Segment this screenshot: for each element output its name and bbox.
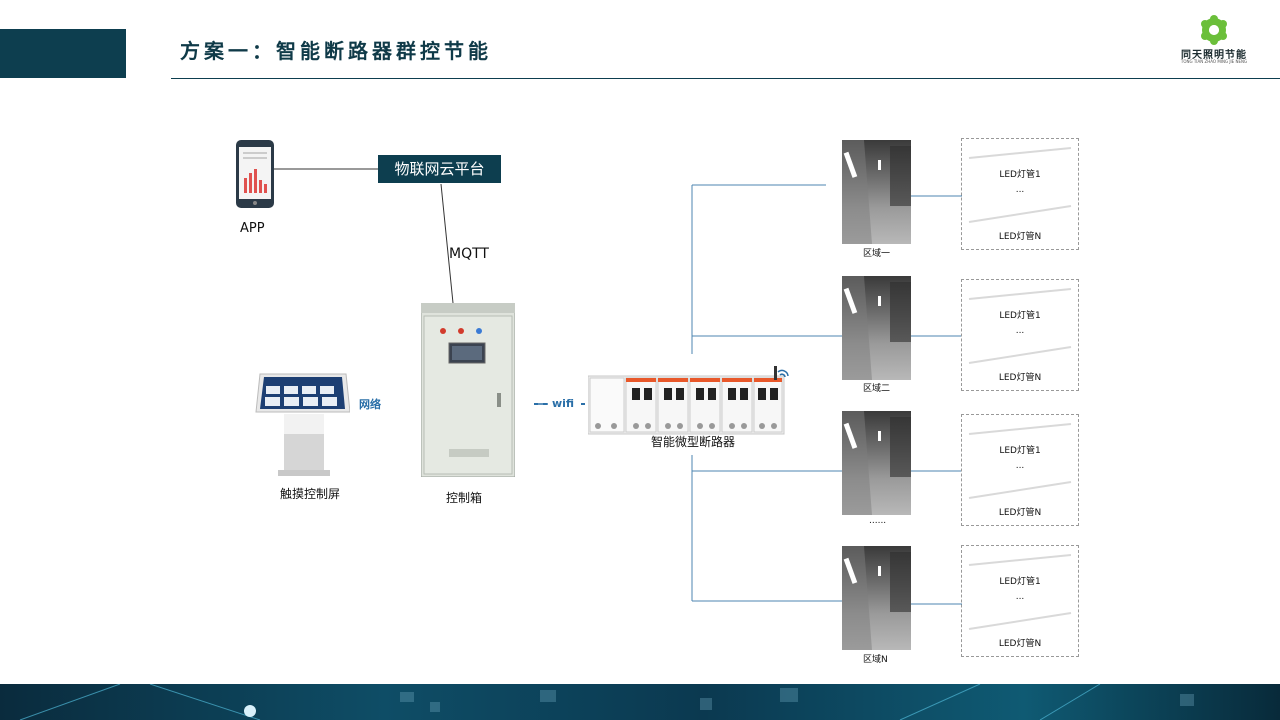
touch-screen-label: 触摸控制屏 xyxy=(280,487,341,501)
breaker-label: 智能微型断路器 xyxy=(651,435,736,449)
logo-subtitle: TONG TIAN ZHAO MING JIE NENG xyxy=(1180,59,1248,64)
cloud-platform-node: 物联网云平台 xyxy=(378,155,501,183)
logo-name: 同天照明节能 xyxy=(1181,50,1247,61)
touch-screen-kiosk-icon xyxy=(255,373,350,476)
zone-1-led-group xyxy=(961,138,1079,250)
zone-2-label: 区域二 xyxy=(863,384,891,394)
zone-3-led-first: LED灯管1 xyxy=(999,446,1041,456)
zone-4-label: 区域N xyxy=(863,655,888,665)
zone-4-photo xyxy=(842,546,911,650)
control-box-label: 控制箱 xyxy=(446,491,483,505)
mqtt-label: MQTT xyxy=(449,246,489,262)
smartphone-icon xyxy=(236,140,274,208)
zone-2-led-first: LED灯管1 xyxy=(999,311,1041,321)
control-cabinet-icon xyxy=(421,303,515,477)
zone-3-photo xyxy=(842,411,911,515)
zone-1-photo xyxy=(842,140,911,244)
zone-4-led-first: LED灯管1 xyxy=(999,577,1041,587)
zone-4-led-last: LED灯管N xyxy=(998,639,1042,649)
zone-4-led-ellipsis: ... xyxy=(1015,592,1025,602)
zone-1-led-ellipsis: ... xyxy=(1015,185,1025,195)
zone-2-led-ellipsis: ... xyxy=(1015,326,1025,336)
zone-1-led-last: LED灯管N xyxy=(998,232,1042,242)
zone-1-led-first: LED灯管1 xyxy=(999,170,1041,180)
zone-3-label: ...... xyxy=(869,516,887,526)
zone-2-led-group xyxy=(961,279,1079,391)
network-label: 网络 xyxy=(359,398,381,411)
wifi-label: wifi xyxy=(552,397,575,410)
zone-2-led-last: LED灯管N xyxy=(998,373,1042,383)
company-logo-icon xyxy=(1201,15,1227,45)
zone-3-led-ellipsis: ... xyxy=(1015,461,1025,471)
led-tube-lines xyxy=(968,147,1072,630)
page-title: 方案一：智能断路器群控节能 xyxy=(180,39,492,63)
zone-4-led-group xyxy=(961,545,1079,657)
app-label: APP xyxy=(240,221,265,236)
header-accent-block xyxy=(0,29,126,78)
footer-decorative-band xyxy=(0,684,1280,720)
header-divider xyxy=(171,78,1280,79)
zone-2-photo xyxy=(842,276,911,380)
smart-breaker-icon xyxy=(588,366,789,435)
zone-3-led-group xyxy=(961,414,1079,526)
zone-3-led-last: LED灯管N xyxy=(998,508,1042,518)
zone-1-label: 区域一 xyxy=(863,249,891,259)
